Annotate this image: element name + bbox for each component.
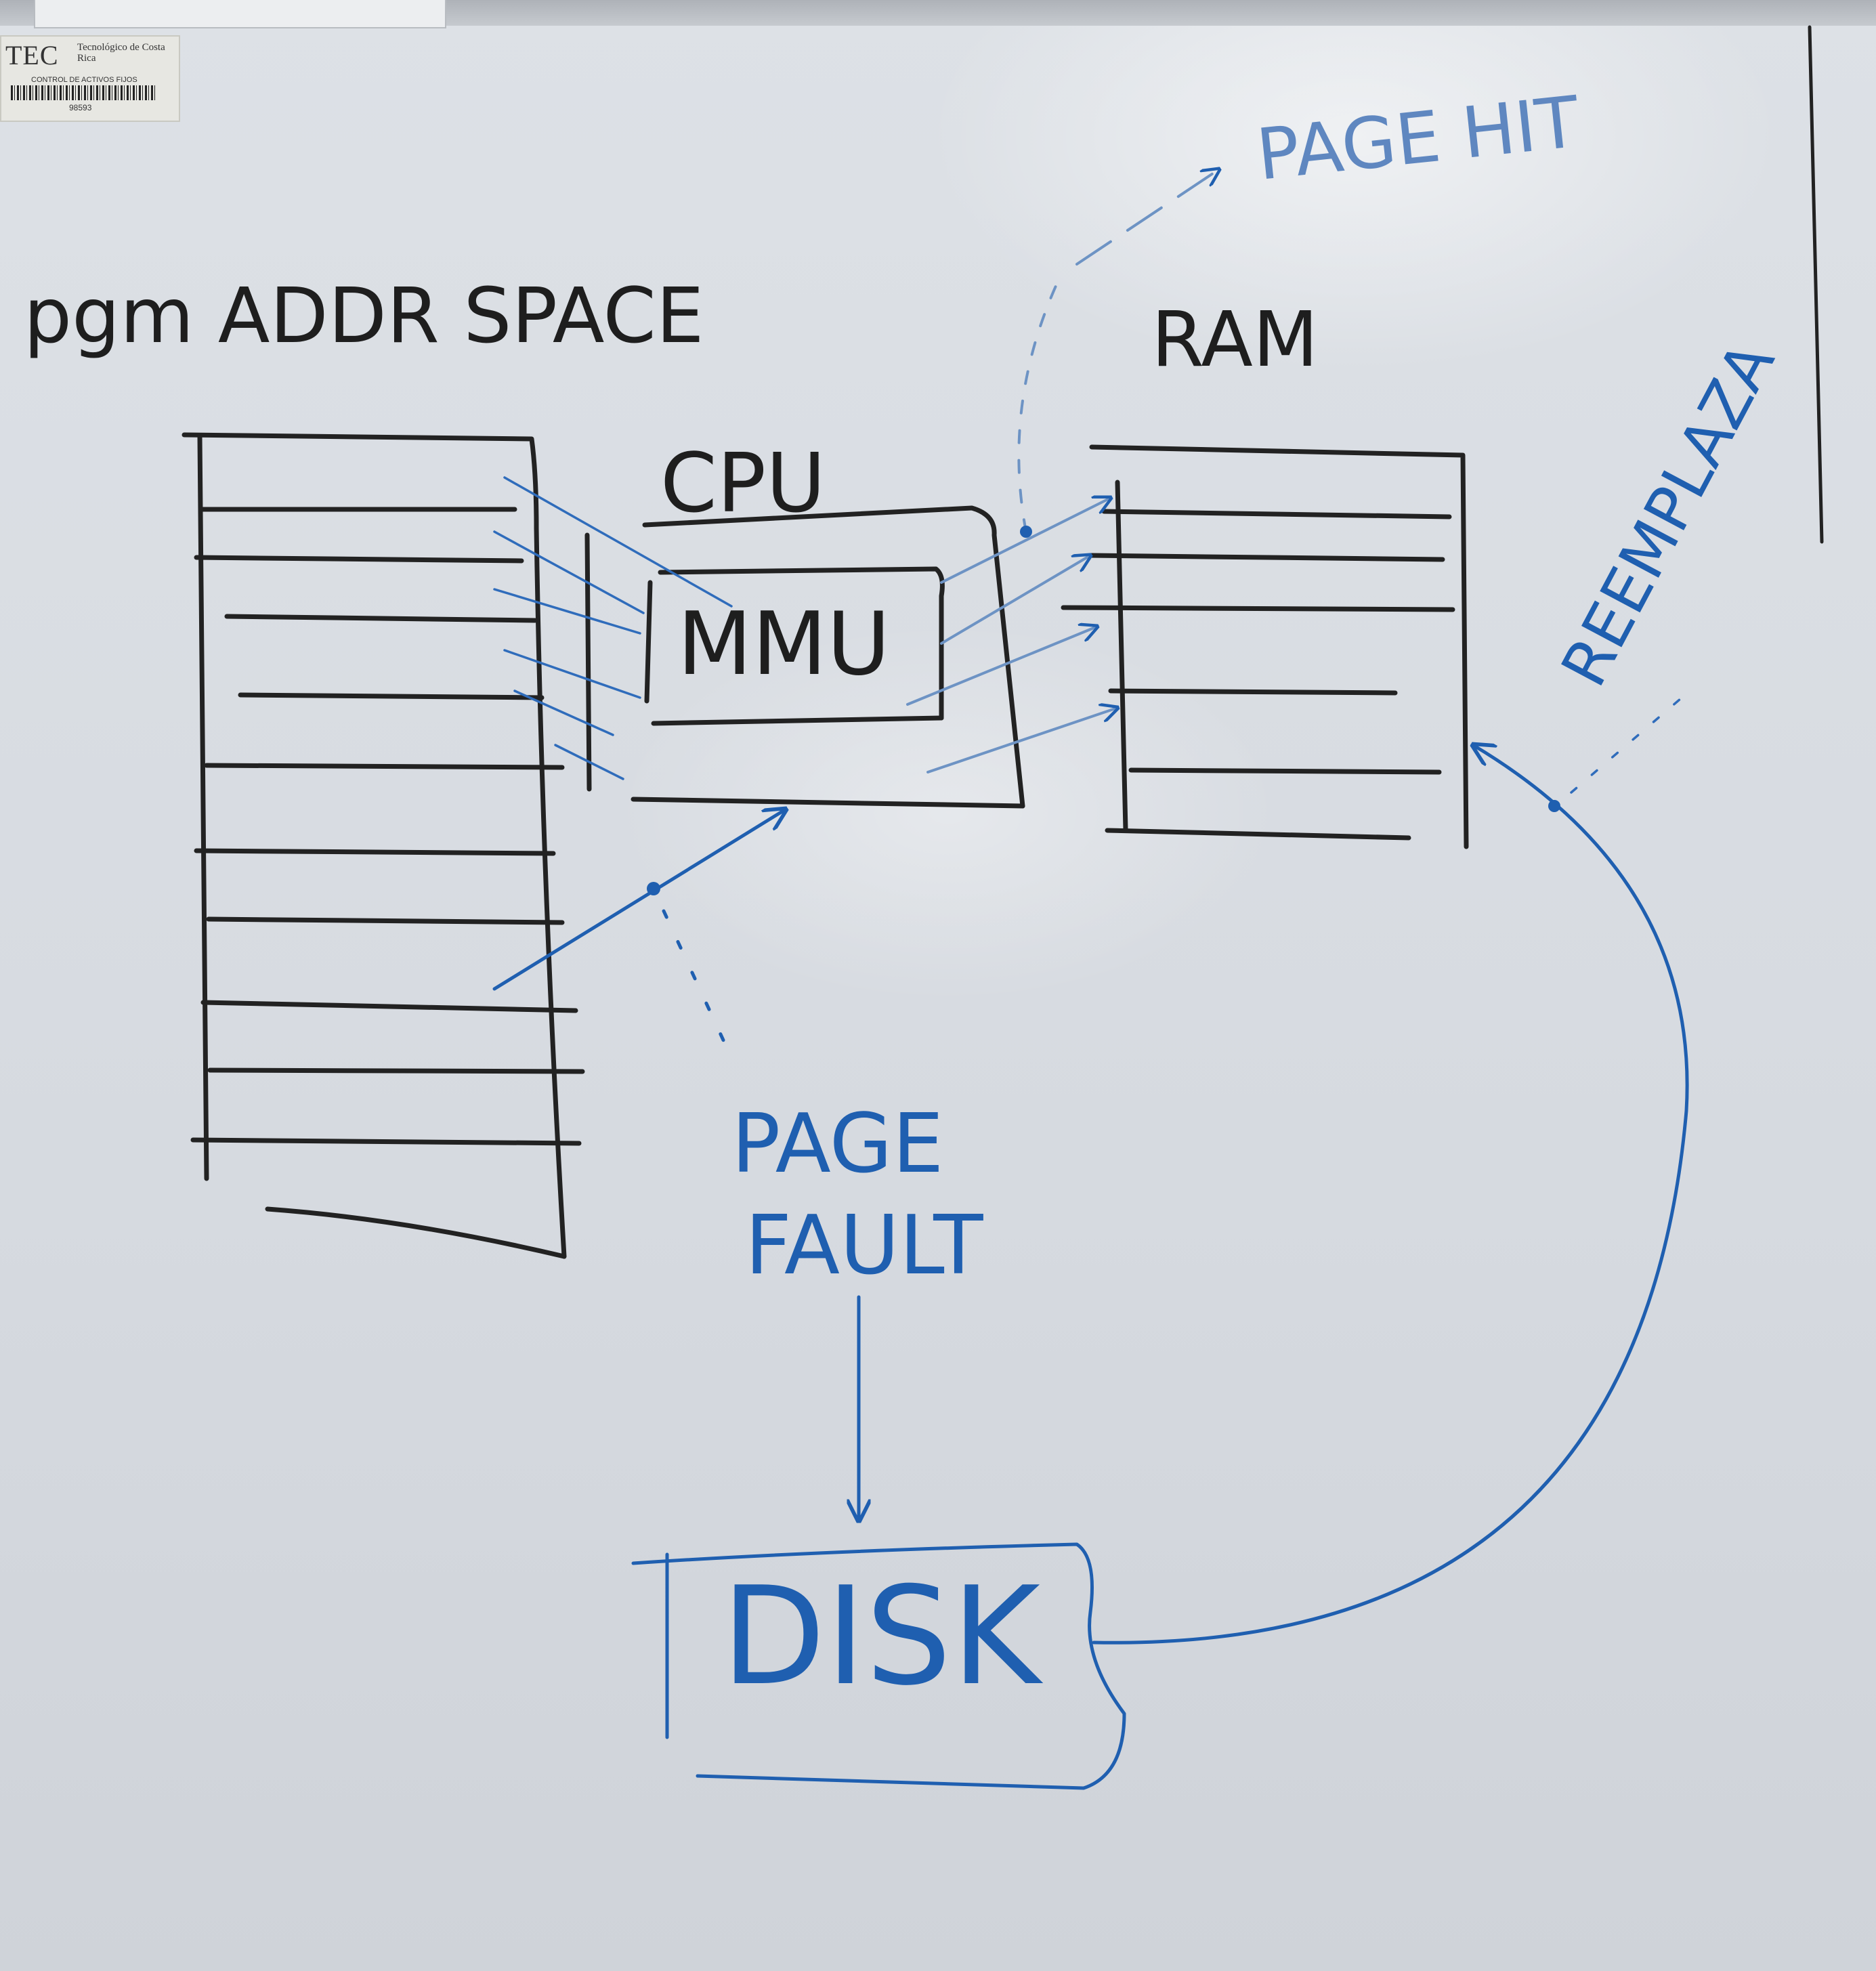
page-fault-connector xyxy=(492,809,786,1045)
sticker-institution: Tecnológico de Costa Rica xyxy=(77,42,165,64)
disk-box xyxy=(631,1542,1126,1790)
mmu-label: MMU xyxy=(677,594,891,695)
mapping-lines-left xyxy=(493,476,733,780)
disk-label: DISK xyxy=(721,1558,1044,1716)
page-hit-label: PAGE HIT xyxy=(1253,81,1583,196)
page-fault-label-1: PAGE xyxy=(731,1097,943,1191)
sticker-control-text: CONTROL DE ACTIVOS FIJOS xyxy=(31,76,137,84)
page-fault-label-2: FAULT xyxy=(745,1199,983,1293)
sticker-asset-number: 98593 xyxy=(69,103,92,112)
cpu-label: CPU xyxy=(660,437,826,531)
page-hit-connector xyxy=(1017,169,1219,538)
asset-sticker: TEC Tecnológico de Costa Rica CONTROL DE… xyxy=(0,35,180,122)
mapping-lines-right xyxy=(906,498,1117,773)
pgm-addr-space-label: pgm ADDR SPACE xyxy=(24,272,704,360)
ram-table xyxy=(1061,444,1469,849)
barcode xyxy=(11,85,156,100)
board-edge-line xyxy=(1808,25,1824,544)
reemplaza-label: REEMPLAZA xyxy=(1548,331,1789,698)
frame-tab xyxy=(34,0,446,28)
mmu-box xyxy=(644,566,945,726)
pgm-addr-space-table xyxy=(182,432,585,1259)
reemplaza-curve xyxy=(1092,690,1691,1645)
cpu-box xyxy=(584,505,1025,809)
sticker-brand: TEC xyxy=(5,40,59,70)
ram-label: RAM xyxy=(1151,296,1319,384)
